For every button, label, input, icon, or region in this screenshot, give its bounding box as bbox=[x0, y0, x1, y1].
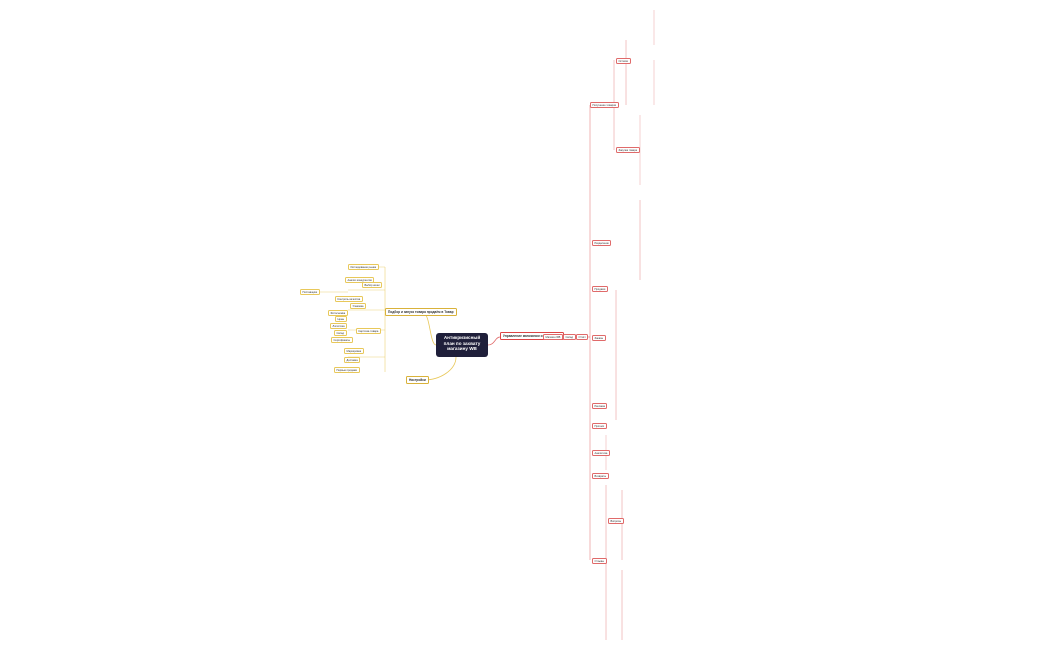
node-certificates[interactable]: Сертификаты bbox=[331, 337, 353, 343]
node-card[interactable]: Карточка товара bbox=[356, 328, 381, 334]
node-stock[interactable]: Остатки bbox=[616, 58, 631, 64]
node-sales[interactable]: Продажи bbox=[592, 286, 608, 292]
node-orders[interactable]: Заказы bbox=[592, 335, 606, 341]
branch-settings[interactable]: Настройки bbox=[406, 376, 429, 384]
node-purchase[interactable]: Закупка товара bbox=[616, 147, 640, 153]
node-questions[interactable]: Вопросы bbox=[608, 518, 624, 524]
node-market-research[interactable]: Исследование рынка bbox=[348, 264, 379, 270]
node-logistics[interactable]: Логистика bbox=[330, 323, 348, 329]
node-first-sales[interactable]: Первые продажи bbox=[334, 367, 360, 373]
branch-product-launch[interactable]: Подбор и запуск товара продаём в Товар bbox=[385, 308, 457, 316]
node-store[interactable]: Магазин WB bbox=[543, 334, 563, 340]
node-split[interactable]: Разделение bbox=[592, 240, 612, 246]
node-forecast[interactable]: Прогноз bbox=[592, 423, 607, 429]
node-receiving[interactable]: Получение товаров bbox=[590, 102, 619, 108]
root-node[interactable]: Антикризисный план по захвату магазину W… bbox=[436, 333, 488, 357]
node-reviews[interactable]: Отзывы bbox=[592, 558, 607, 564]
node-ads[interactable]: Реклама bbox=[592, 403, 608, 409]
node-report[interactable]: Отчёт bbox=[576, 334, 589, 340]
node-warehouse[interactable]: Склад bbox=[563, 334, 576, 340]
node-quality[interactable]: Контроль качества bbox=[335, 296, 363, 302]
node-analytics[interactable]: Аналитика bbox=[592, 450, 610, 456]
node-left-warehouse[interactable]: Склад bbox=[334, 330, 347, 336]
node-packaging[interactable]: Упаковка bbox=[350, 303, 366, 309]
node-photo[interactable]: Фотосъёмка bbox=[328, 310, 348, 316]
node-delivery[interactable]: Доставка bbox=[344, 357, 361, 363]
node-suppliers[interactable]: Поставщики bbox=[300, 289, 320, 295]
node-competitors[interactable]: Анализ конкурентов bbox=[345, 277, 375, 283]
node-marking[interactable]: Маркировка bbox=[344, 348, 364, 354]
node-prices[interactable]: Цены bbox=[335, 316, 347, 322]
node-returns[interactable]: Возвраты bbox=[592, 473, 609, 479]
node-niche[interactable]: Выбор ниши bbox=[362, 282, 383, 288]
